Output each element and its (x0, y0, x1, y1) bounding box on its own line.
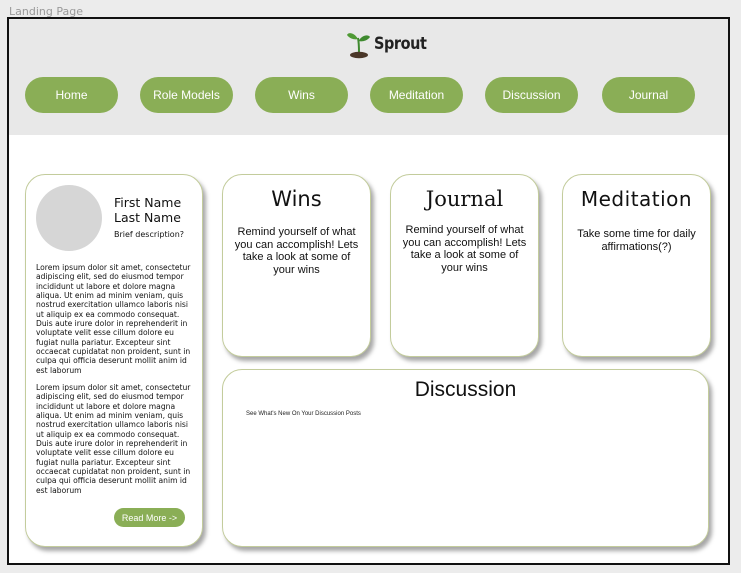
wins-text: Remind yourself of what you can accompli… (234, 226, 359, 276)
avatar (36, 185, 102, 251)
profile-card: First Name Last Name Brief description? … (25, 174, 203, 547)
logo[interactable]: Sprout (346, 29, 436, 59)
meditation-card[interactable]: Meditation Take some time for daily affi… (562, 174, 711, 357)
brief-description: Brief description? (114, 230, 185, 239)
nav-wins-button[interactable]: Wins (255, 77, 348, 113)
logo-text: Sprout (374, 34, 427, 54)
discussion-subtitle: See What's New On Your Discussion Posts (246, 411, 361, 417)
nav-discussion-button[interactable]: Discussion (485, 77, 578, 113)
meditation-text: Take some time for daily affirmations(?) (577, 228, 696, 253)
last-name: Last Name (114, 210, 181, 225)
first-name: First Name (114, 195, 182, 210)
wins-title: Wins (271, 187, 322, 211)
sprout-icon (347, 33, 370, 59)
meditation-title: Meditation (580, 187, 693, 211)
frame-label: Landing Page (9, 5, 83, 18)
landing-page-frame: Sprout Home Role Models Wins Meditation … (7, 17, 730, 565)
nav-journal-button[interactable]: Journal (602, 77, 695, 113)
nav-meditation-button[interactable]: Meditation (370, 77, 463, 113)
profile-paragraph: Lorem ipsum dolor sit amet, consectetur … (36, 383, 191, 495)
header: Sprout Home Role Models Wins Meditation … (9, 19, 728, 135)
discussion-card[interactable]: Discussion See What's New On Your Discus… (222, 369, 709, 547)
wins-card[interactable]: Wins Remind yourself of what you can acc… (222, 174, 371, 357)
journal-card[interactable]: Journal Remind yourself of what you can … (390, 174, 539, 357)
nav-home-button[interactable]: Home (25, 77, 118, 113)
nav-role-models-button[interactable]: Role Models (140, 77, 233, 113)
read-more-button[interactable]: Read More -> (114, 508, 185, 527)
profile-paragraph: Lorem ipsum dolor sit amet, consectetur … (36, 263, 191, 375)
discussion-title: Discussion (414, 378, 517, 401)
journal-text: Remind yourself of what you can accompli… (402, 224, 527, 274)
journal-title: Journal (425, 187, 504, 211)
